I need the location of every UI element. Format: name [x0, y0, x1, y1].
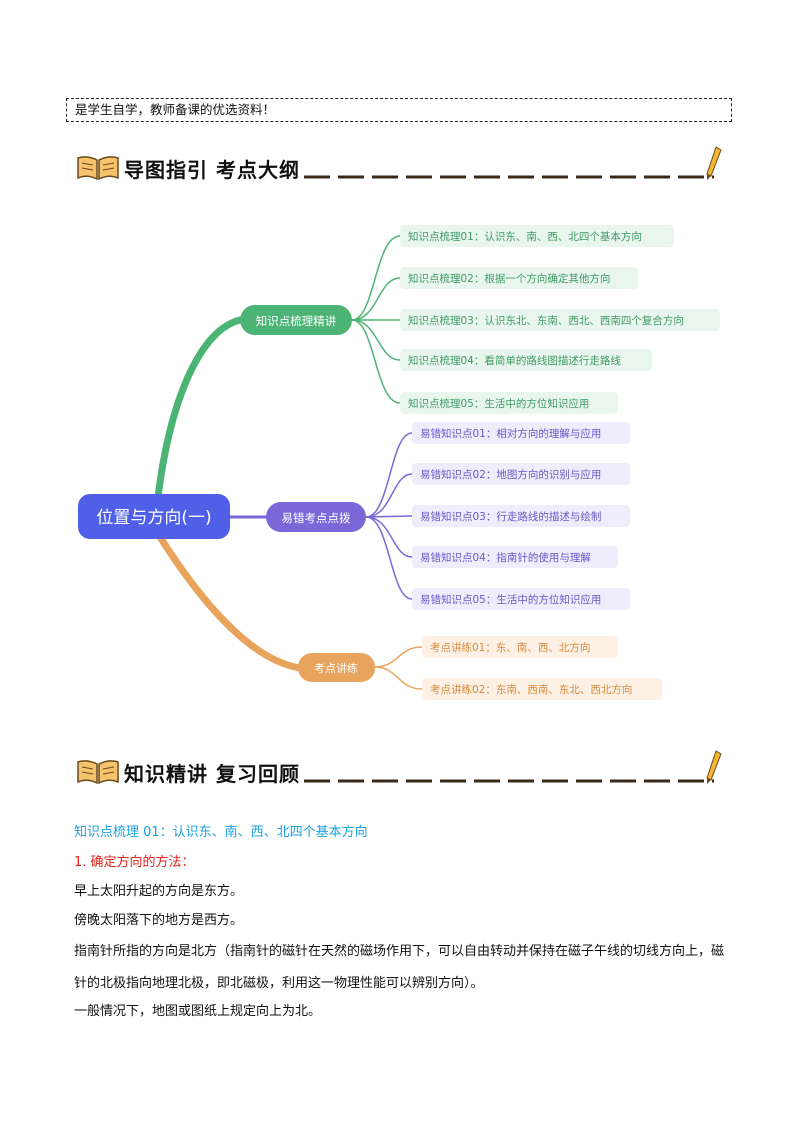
- leaf-error-1: 易错知识点01：相对方向的理解与应用: [420, 427, 601, 440]
- green-leaf-connectors: [351, 235, 401, 404]
- section-divider: [304, 175, 714, 179]
- leaf-knowledge-2: 知识点梳理02：根据一个方向确定其他方向: [408, 272, 610, 285]
- branch-label-practice: 考点讲练: [314, 661, 358, 675]
- leaf-box: [412, 546, 618, 568]
- leaf-error-4: 易错知识点04：指南针的使用与理解: [420, 551, 591, 564]
- section-header-review: 知识精讲 复习回顾: [76, 750, 726, 792]
- leaf-knowledge-1: 知识点梳理01：认识东、南、西、北四个基本方向: [408, 230, 642, 243]
- leaf-error-2: 易错知识点02：地图方向的识别与应用: [420, 468, 601, 481]
- pencil-icon: [706, 146, 722, 180]
- leaf-box: [400, 225, 674, 247]
- purple-leaf-connectors: [365, 432, 413, 600]
- branch-connector-orange: [156, 533, 304, 672]
- leaf-knowledge-3: 知识点梳理03：认识东北、东南、西北、西南四个复合方向: [408, 314, 684, 327]
- section-title: 导图指引 考点大纲: [124, 158, 300, 182]
- paragraph-line: 傍晚太阳落下的地方是西方。: [74, 913, 244, 928]
- leaf-practice-1: 考点讲练01：东、南、西、北方向: [430, 641, 590, 654]
- leaf-knowledge-4: 知识点梳理04：看简单的路线图描述行走路线: [408, 354, 621, 367]
- leaf-box: [412, 588, 630, 610]
- branch-node-knowledge: [240, 305, 352, 335]
- leaf-error-3: 易错知识点03：行走路线的描述与绘制: [420, 510, 601, 523]
- banner-text: 是学生自学，教师备课的优选资料！: [75, 102, 276, 117]
- branch-node-practice: [298, 653, 375, 682]
- pencil-icon: [706, 750, 722, 784]
- open-book-icon: [77, 760, 119, 785]
- method-subheading: 1. 确定方向的方法：: [74, 855, 195, 870]
- branch-connector-green: [154, 316, 244, 501]
- leaf-box: [400, 349, 652, 371]
- mind-map: 位置与方向(一) 知识点梳理精讲 易错考点点拨 考点讲练 知识点梳理01：认识东…: [78, 225, 720, 700]
- leaf-box: [422, 636, 618, 658]
- orange-leaf-connectors: [374, 646, 423, 690]
- knowledge-heading: 知识点梳理 01：认识东、南、西、北四个基本方向: [74, 825, 368, 840]
- leaf-box: [400, 392, 618, 414]
- leaf-knowledge-5: 知识点梳理05：生活中的方位知识应用: [408, 397, 589, 410]
- branch-label-knowledge: 知识点梳理精讲: [256, 314, 337, 328]
- leaf-error-5: 易错知识点05：生活中的方位知识应用: [420, 593, 601, 606]
- top-banner: 是学生自学，教师备课的优选资料！: [66, 98, 732, 122]
- leaf-practice-2: 考点讲练02：东南、西南、东北、西北方向: [430, 683, 632, 696]
- leaf-box: [422, 678, 662, 700]
- section-title: 知识精讲 复习回顾: [124, 762, 300, 786]
- leaf-box: [400, 309, 720, 331]
- paragraph-line: 一般情况下，地图或图纸上规定向上为北。: [74, 1004, 322, 1019]
- root-label: 位置与方向(一): [96, 508, 211, 528]
- section-divider: [304, 779, 714, 783]
- leaf-box: [412, 463, 630, 485]
- open-book-icon: [77, 156, 119, 181]
- branch-node-errors: [266, 502, 366, 532]
- paragraph-line: 早上太阳升起的方向是东方。: [74, 884, 244, 899]
- leaf-box: [400, 267, 638, 289]
- leaf-box: [412, 505, 630, 527]
- leaf-box: [412, 422, 630, 444]
- branch-label-errors: 易错考点点拨: [282, 511, 351, 525]
- paragraph-compass: 指南针所指的方向是北方（指南针的磁针在天然的磁场作用下，可以自由转动并保持在磁子…: [74, 944, 725, 991]
- section-header-outline: 导图指引 考点大纲: [76, 146, 726, 188]
- mindmap-root-node: [78, 494, 230, 539]
